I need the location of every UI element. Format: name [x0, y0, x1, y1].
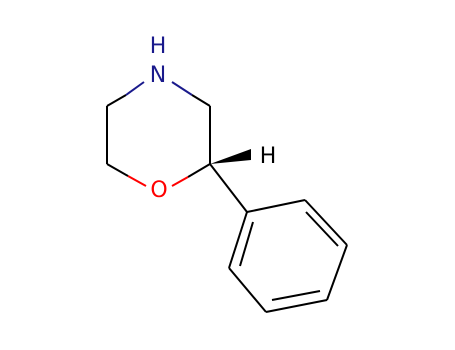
phenyl-bond-2 — [304, 199, 348, 246]
phenyl-inner-2 — [271, 290, 321, 301]
nitrogen-label: N — [150, 63, 166, 88]
bond-c3-part — [191, 94, 211, 107]
phenyl-bond-3 — [326, 244, 348, 301]
oxygen-label: O — [150, 178, 167, 203]
bond-c2-o — [187, 163, 211, 178]
phenyl-inner-1 — [305, 211, 339, 247]
nitrogen-hydrogen-label: H — [150, 34, 167, 59]
bond-c5-n — [125, 81, 145, 96]
phenyl-bond-4 — [265, 299, 328, 313]
bond-c6-part — [106, 163, 129, 177]
bond-o-c6 — [127, 175, 147, 187]
phenyl-bond-1 — [246, 199, 306, 213]
phenyl-bond-6 — [228, 211, 248, 269]
bond-c5-n-part — [106, 94, 127, 107]
bond-n-c3 — [171, 81, 193, 96]
stereo-hydrogen-label: H — [260, 144, 277, 169]
bond-c2-phenyl — [209, 163, 248, 213]
bond-o-part-right — [171, 176, 189, 187]
phenyl-bond-5 — [228, 267, 267, 313]
phenyl-inner-3 — [239, 221, 254, 267]
wedge-bond-c2-h — [210, 149, 251, 164]
